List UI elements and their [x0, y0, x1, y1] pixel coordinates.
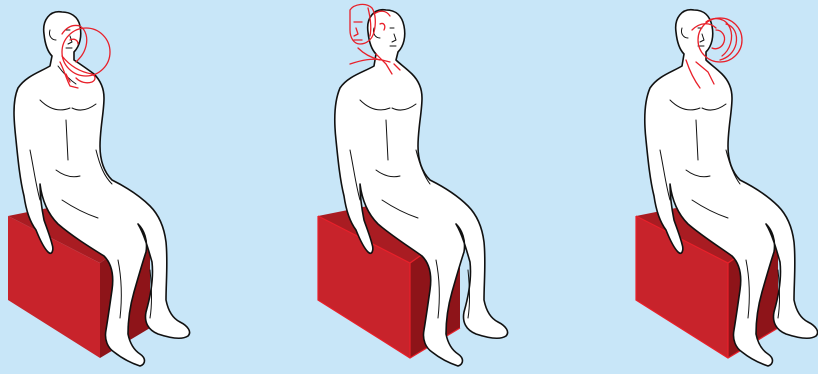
panel-2-seated-figure — [310, 0, 528, 374]
panel-1-seated-figure — [0, 0, 218, 374]
panel-3-seated-figure — [630, 0, 818, 374]
